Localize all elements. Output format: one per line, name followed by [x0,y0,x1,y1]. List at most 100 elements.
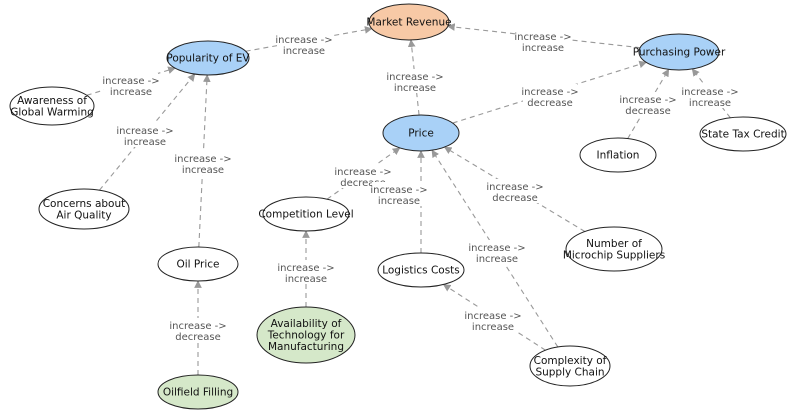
node-shape [166,40,250,76]
edge-label-line: increase -> [169,321,226,332]
node-shape [382,114,460,152]
edge-label-price-to-market_revenue: increase ->increase [386,69,444,94]
node-shape [368,3,450,41]
node-label: Concerns about [43,198,126,210]
node-shape [38,188,130,230]
edge-label-line: increase -> [386,72,443,83]
edge-label-supply_chain-to-price: increase ->increase [468,240,526,265]
edge-label-line: increase -> [334,167,391,178]
node-shape [157,374,239,410]
node-label: Manufacturing [268,341,344,353]
edge-label-line: increase -> [681,87,738,98]
node-shape [256,306,356,364]
edge-label-line: increase [378,196,420,207]
node-shape [638,33,720,71]
edge-label-concerns_air-to-popularity_ev: increase ->increase [116,123,174,148]
node-logistics: Logistics Costs [377,252,465,288]
node-label: Market Revenue [366,17,451,29]
edge-label-availability_tech-to-competition: increase ->increase [277,260,335,285]
edge-label-line: increase [182,165,224,176]
edge-label-line: increase -> [116,126,173,137]
node-oilfield: Oilfield Filling [157,374,239,410]
node-shape [529,345,611,387]
edge-label-microchip-to-price: increase ->decrease [486,179,544,204]
edge-label-inflation-to-purchasing_power: increase ->decrease [619,92,677,117]
node-label: Competition Level [258,209,353,221]
edge-label-popularity_ev-to-market_revenue: increase ->increase [275,32,333,57]
edge-label-line: increase -> [174,154,231,165]
edge-label-line: increase -> [370,185,427,196]
edge-supply_chain-to-logistics [442,284,546,351]
edge-label-line: increase [124,137,166,148]
edge-label-oil_price-to-popularity_ev: increase ->increase [174,151,232,176]
edge-label-logistics-to-price: increase ->increase [370,182,428,207]
edge-label-line: increase -> [102,76,159,87]
edge-label-awareness-to-popularity_ev: increase ->increase [102,73,160,98]
node-label: Technology for [267,330,345,342]
node-inflation: Inflation [579,137,657,173]
edge-label-line: increase -> [619,95,676,106]
edge-label-oilfield-to-oil_price: increase ->decrease [169,318,227,343]
edge-label-line: increase -> [521,87,578,98]
node-label: Global Warming [10,106,94,118]
edge-label-line: increase -> [464,311,521,322]
edge-label-line: increase [394,83,436,94]
edge-label-line: increase [285,274,327,285]
node-label: Price [408,128,434,140]
node-shape [157,246,239,282]
node-label: Air Quality [56,209,111,221]
edge-label-supply_chain-to-logistics: increase ->increase [464,308,522,333]
edge-label-line: increase [689,98,731,109]
edge-label-purchasing_power-to-market_revenue: increase ->increase [514,29,572,54]
edge-label-line: increase -> [277,263,334,274]
node-label: Complexity of [534,355,607,367]
node-market-revenue: Market Revenue [366,3,452,41]
edge-supply_chain-to-price [431,149,559,348]
node-label: Microchip Suppliers [563,249,665,261]
node-label: Oil Price [176,259,219,271]
edge-label-line: increase -> [486,182,543,193]
edge-label-line: decrease [625,106,671,117]
edge-label-line: increase [522,43,564,54]
node-label: Purchasing Power [633,47,726,59]
edge-label-line: increase -> [514,32,571,43]
node-shape [262,196,350,232]
edge-label-price-to-purchasing_power: increase ->decrease [521,84,579,109]
edge-label-line: decrease [492,193,538,204]
node-label: Oilfield Filling [163,387,233,399]
node-shape [377,252,465,288]
edge-label-line: decrease [340,178,386,189]
node-label: Inflation [597,150,640,162]
node-state-tax: State Tax Credit [699,116,787,152]
node-oil-price: Oil Price [157,246,239,282]
edge-label-state_tax-to-purchasing_power: increase ->increase [681,84,739,109]
edge-label-line: increase [283,46,325,57]
node-competition: Competition Level [258,196,354,232]
edge-oil_price-to-popularity_ev [198,74,211,248]
node-shape [579,137,657,173]
node-purchasing-power: Purchasing Power [633,33,726,71]
node-label: State Tax Credit [701,129,784,141]
edge-label-line: increase [110,87,152,98]
node-price: Price [382,114,460,152]
edge-label-line: increase -> [275,35,332,46]
edge-label-line: increase [476,254,518,265]
node-shape [699,116,787,152]
node-label: Awareness of [17,95,87,107]
node-shape [565,226,663,272]
edge-label-line: decrease [527,98,573,109]
node-label: Number of [586,238,642,250]
edge-label-line: decrease [175,332,221,343]
edge-competition-to-price [326,147,401,200]
edge-label-line: increase [472,322,514,333]
node-popularity-ev: Popularity of EV [166,40,250,76]
node-label: Logistics Costs [382,265,460,277]
